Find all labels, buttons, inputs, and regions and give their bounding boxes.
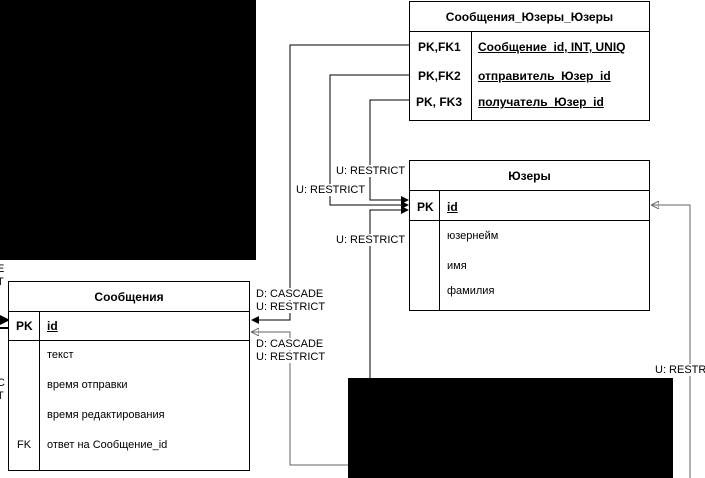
key-column-divider <box>471 32 472 120</box>
key-column-divider <box>439 191 440 310</box>
label-d-cascade: D: CASCADE <box>256 288 324 300</box>
table-messages-users[interactable]: Сообщения_Юзеры_Юзеры PK,FK1 Сообщение_i… <box>409 1 650 121</box>
edge-letter: T <box>0 276 4 288</box>
label-u-restrict: U: RESTRICT <box>336 165 406 177</box>
redacted-region-top-left <box>0 0 256 260</box>
edge-fk2-to-users-id <box>329 74 410 209</box>
row-key: PK,FK1 <box>418 40 461 54</box>
pk-separator <box>9 312 249 341</box>
table-title: Сообщения <box>9 282 249 312</box>
pk-field: id <box>447 200 458 214</box>
row-field: отправитель_Юзер_id <box>478 69 611 83</box>
field-last-name: фамилия <box>447 285 495 297</box>
pk-key: PK <box>16 319 33 333</box>
edge-bottom-to-messages-id <box>252 332 350 466</box>
pk-key: PK <box>417 200 434 214</box>
edge-right-to-users <box>652 205 691 478</box>
label-u-restrict: U: RESTRICT <box>336 234 406 246</box>
edge-letter: T <box>0 390 4 402</box>
field-edit-time: время редактирования <box>47 409 165 421</box>
field-reply-to: ответ на Сообщение_id <box>47 439 168 451</box>
label-d-cascade: D: CASCADE <box>256 338 324 350</box>
edge-fk3-to-users-id <box>369 99 410 204</box>
table-messages[interactable]: Сообщения PK id текст время отправки вре… <box>8 281 250 471</box>
table-users[interactable]: Юзеры PK id юзернейм имя фамилия <box>409 160 650 311</box>
edge-fk1-to-messages-id <box>251 44 410 324</box>
table-title: Юзеры <box>410 161 649 191</box>
row-key: PK,FK2 <box>418 69 461 83</box>
label-u-restrict: U: RESTRICT <box>296 184 366 196</box>
field-sent-time: время отправки <box>47 379 128 391</box>
key-column-divider <box>39 312 40 470</box>
fk-key: FK <box>17 439 32 451</box>
label-u-restrict: U: RESTRICT <box>256 351 326 363</box>
redacted-region-bottom <box>348 378 673 478</box>
pk-separator <box>410 191 649 221</box>
edge-letter: C <box>0 377 5 389</box>
field-username: юзернейм <box>447 230 499 242</box>
edge-bottom-to-users-id <box>369 206 409 380</box>
field-text: текст <box>47 349 74 361</box>
label-u-restrict: U: RESTRICT <box>256 301 326 313</box>
label-u-restrict-truncated: U: RESTR <box>655 364 705 376</box>
field-first-name: имя <box>447 260 467 272</box>
row-field: Сообщение_id, INT, UNIQ <box>478 40 626 54</box>
table-title: Сообщения_Юзеры_Юзеры <box>410 2 649 32</box>
row-field: получатель_Юзер_id <box>478 95 604 109</box>
edge-letter: E <box>0 263 5 275</box>
row-key: PK, FK3 <box>416 95 463 109</box>
pk-field: id <box>47 319 58 333</box>
